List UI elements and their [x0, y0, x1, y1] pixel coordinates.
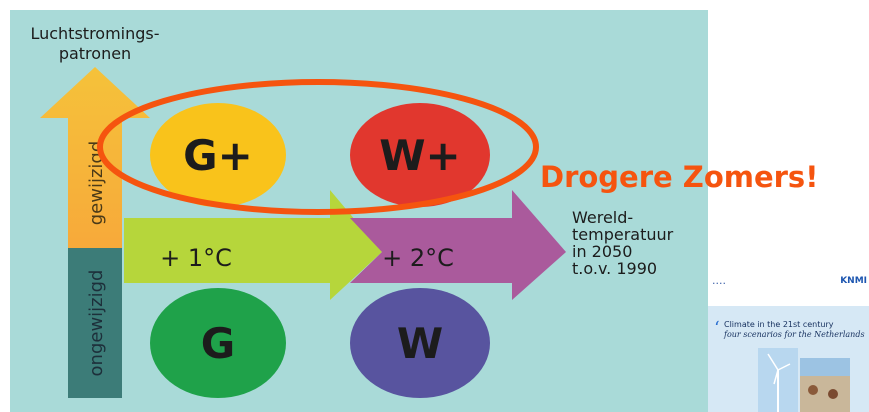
x-title-line: temperatuur: [572, 225, 674, 244]
scenario-gplus-label: G+: [183, 131, 253, 180]
thumbnail-photos: [758, 348, 850, 412]
thumbnail-subtitle: four scenarios for the Netherlands: [724, 330, 865, 339]
turbine-blade: [773, 369, 779, 385]
x-title-line: in 2050: [572, 242, 632, 261]
y-axis-title-line1: Luchtstromings-: [30, 24, 159, 43]
beach-sky: [800, 358, 850, 376]
beach-figure: [828, 389, 838, 399]
y-lower-label: ongewijzigd: [86, 270, 107, 377]
circulation-unchanged-bar: [68, 248, 122, 398]
thumbnail-title: Climate in the 21st century: [724, 320, 834, 329]
knmi-scenarios-diagram: Luchtstromings- patronen gewijzigd ongew…: [10, 10, 708, 412]
scenario-g-circle: [150, 288, 286, 398]
y-axis-title-line2: patronen: [59, 44, 131, 63]
dry-summers-highlight-ring: [97, 79, 539, 215]
x-title-line: Wereld-: [572, 208, 633, 227]
temp-label-2: + 2°C: [382, 244, 454, 272]
y-upper-label: gewijzigd: [86, 141, 107, 226]
quote-mark-icon: ‘: [714, 318, 720, 339]
drier-summers-callout: Drogere Zomers!: [540, 160, 819, 194]
temp-label-1: + 1°C: [160, 244, 232, 272]
scenario-g-label: G: [201, 319, 235, 368]
scenario-gplus-circle: [150, 103, 286, 207]
scenario-w-circle: [350, 288, 490, 398]
turbine-blade: [777, 363, 791, 371]
scenario-w-label: W: [397, 319, 443, 368]
beach-figure: [808, 385, 818, 395]
circulation-changed-arrow: [40, 67, 150, 250]
turbine-blade: [767, 353, 779, 371]
temperature-arrow-1: [124, 190, 382, 300]
temperature-arrow-2: [332, 190, 566, 300]
scenario-wplus-circle: [350, 103, 490, 207]
x-title-line: t.o.v. 1990: [572, 259, 657, 278]
knmi-logo: KNMI: [840, 276, 867, 286]
report-cover-thumbnail: .... KNMI ‘ Climate in the 21st century …: [708, 270, 869, 412]
thumbnail-dots: ....: [712, 274, 726, 287]
scenario-wplus-label: W+: [379, 131, 461, 180]
